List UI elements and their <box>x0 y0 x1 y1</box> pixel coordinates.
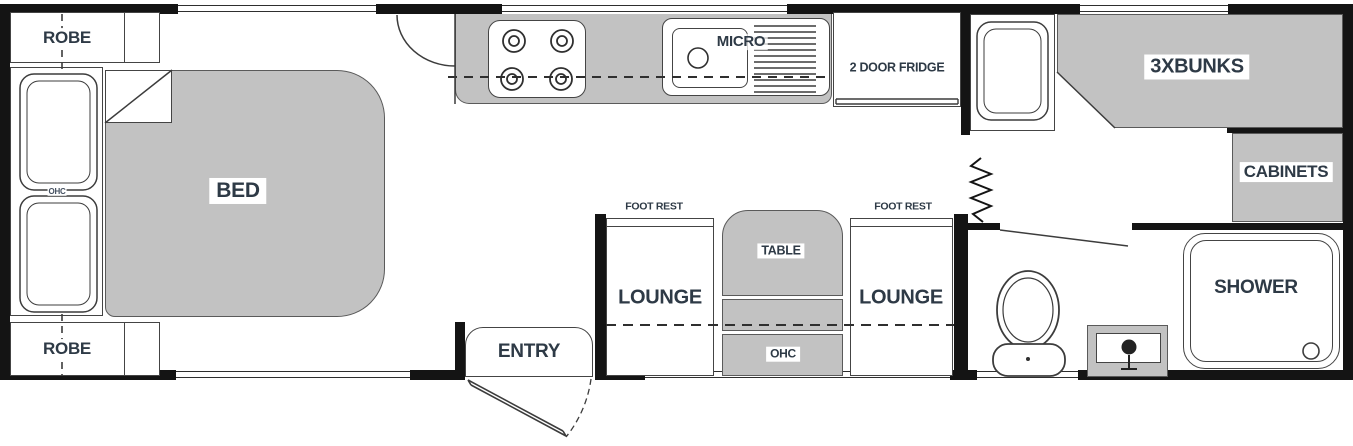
wall-entry-lounge-post <box>595 214 606 380</box>
wall-bathroom-top-a <box>966 223 1000 230</box>
label-footrest-right: FOOT REST <box>872 200 934 213</box>
wall-bottom-5 <box>1078 370 1353 380</box>
wall-top-4 <box>1228 4 1353 14</box>
label-robe-top: ROBE <box>39 28 95 48</box>
robe-top-divider <box>124 13 125 62</box>
entry-step <box>465 327 593 377</box>
window-top-2 <box>502 5 787 12</box>
window-top-1 <box>178 5 376 12</box>
wall-bathroom-left <box>954 214 968 380</box>
fridge <box>833 12 961 107</box>
label-table: TABLE <box>757 243 805 259</box>
dinette-table-base <box>722 299 843 331</box>
wall-right <box>1343 4 1353 380</box>
label-bunks: 3XBUNKS <box>1144 54 1250 80</box>
wall-bathroom-top-b <box>1132 223 1345 230</box>
window-bottom-1 <box>176 371 410 378</box>
door_swing_icon <box>565 378 592 438</box>
toilet_icon <box>992 270 1066 377</box>
label-robe-bottom: ROBE <box>39 339 95 359</box>
wall-left <box>0 4 10 380</box>
robe-bottom-divider <box>124 323 125 375</box>
door-swing-icon <box>396 14 456 104</box>
entry-door <box>467 378 592 438</box>
label-entry: ENTRY <box>497 341 561 363</box>
label-shower: SHOWER <box>1210 277 1302 299</box>
footrest-left-shelf <box>607 226 713 227</box>
wall-top-1 <box>0 4 178 14</box>
label-footrest-left: FOOT REST <box>623 200 685 213</box>
window-bottom-3 <box>977 371 1078 378</box>
shower-stall-inner <box>1190 240 1333 362</box>
wall-under-bunks <box>1227 123 1343 133</box>
footrest-right-shelf <box>851 226 952 227</box>
label-cabinets: CABINETS <box>1239 162 1333 182</box>
wall-bottom-2 <box>410 370 465 380</box>
label-micro: MICRO <box>714 33 768 51</box>
label-lounge-right: LOUNGE <box>855 286 947 310</box>
wall-entry-left-post <box>455 322 465 380</box>
label-bed-ohc: OHC <box>47 186 67 197</box>
wall-fridge-right <box>961 14 970 135</box>
concertina_door_icon <box>968 157 994 223</box>
label-fridge: 2 DOOR FRIDGE <box>845 60 949 76</box>
label-table-ohc: OHC <box>766 346 800 362</box>
vanity-top <box>1096 333 1161 363</box>
label-bed: BED <box>209 177 267 205</box>
bathroom-door-leaf <box>999 229 1129 247</box>
wall-top-3 <box>787 4 1080 14</box>
window-top-3 <box>1080 5 1228 12</box>
wall-top-2 <box>376 4 502 14</box>
label-lounge-left: LOUNGE <box>614 286 706 310</box>
bed-corner-shelf <box>105 70 172 123</box>
cooktop <box>488 20 586 98</box>
bunk-pillow-cabinet <box>970 14 1055 131</box>
